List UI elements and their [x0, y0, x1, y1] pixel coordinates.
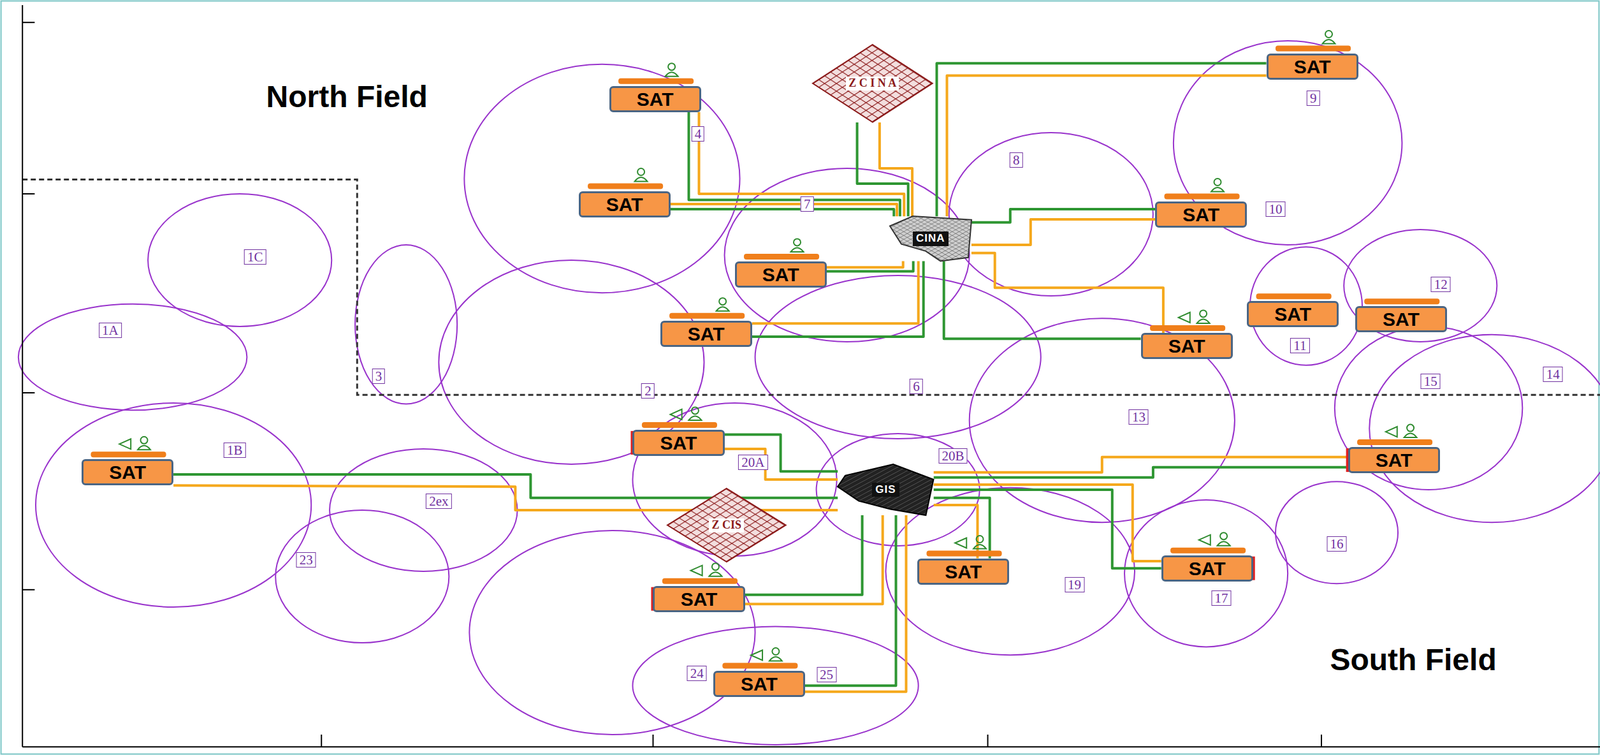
callout-number: 20B	[938, 448, 968, 464]
satellite-station: SAT	[1141, 332, 1233, 359]
satellite-station: SAT	[1246, 300, 1339, 328]
gas-pipeline	[933, 489, 1162, 568]
satellite-station: SAT	[1155, 201, 1247, 228]
callout-number: 14	[1543, 366, 1564, 382]
callout-number: 2ex	[425, 493, 452, 509]
zone-diamond: Z CIS	[667, 488, 786, 562]
station-name: SAT	[944, 560, 982, 582]
station-name: SAT	[636, 88, 674, 110]
oil-pipeline	[805, 515, 907, 692]
oil-pipeline	[933, 504, 978, 559]
station-name: SAT	[1182, 203, 1220, 226]
gas-pipeline	[670, 209, 895, 217]
gathering-center: GIS	[837, 464, 934, 516]
gas-pipeline	[805, 515, 897, 686]
oil-pipeline	[879, 122, 913, 217]
station-name: SAT	[1294, 56, 1331, 78]
satellite-station: SAT	[734, 261, 827, 288]
station-name: SAT	[680, 588, 718, 610]
oil-pipeline	[933, 484, 1162, 561]
oil-pipeline	[971, 253, 1164, 333]
field-boundary	[22, 179, 1600, 396]
gas-pipeline	[826, 261, 914, 272]
satellite-station: SAT	[917, 558, 1010, 585]
callout-number: 12	[1431, 276, 1451, 292]
station-name: SAT	[762, 263, 800, 285]
satellite-station: SAT	[1355, 305, 1448, 333]
callout-number: 20A	[738, 454, 768, 470]
oil-pipeline	[670, 203, 897, 217]
callout-number: 9	[1306, 90, 1321, 106]
satellite-station: SAT	[609, 86, 702, 113]
field-name: South Field	[1329, 643, 1497, 677]
callout-number: 16	[1327, 536, 1347, 552]
callout-number: 1A	[98, 322, 122, 338]
callout-number: 25	[816, 666, 837, 683]
callout-number: 2	[641, 383, 655, 399]
station-name: SAT	[1188, 557, 1226, 579]
satellite-station: SAT	[1161, 555, 1254, 582]
satellite-station: SAT	[660, 320, 753, 347]
gas-pipeline	[944, 261, 1142, 340]
field-outlines	[18, 40, 1600, 745]
oil-pipeline	[724, 448, 839, 480]
center-name: CINA	[912, 231, 949, 247]
oil-pipeline	[752, 261, 919, 324]
center-name: Z C I N A	[845, 76, 899, 91]
callout-number: 19	[1064, 576, 1085, 593]
callout-number: 3	[372, 368, 386, 384]
gas-pipeline	[752, 261, 924, 337]
station-name: SAT	[740, 673, 778, 695]
field-name: North Field	[266, 80, 428, 115]
callout-number: 8	[1009, 152, 1024, 168]
satellite-station: SAT	[1348, 446, 1440, 473]
zone-diamond: Z C I N A	[812, 44, 933, 123]
callout-number: 10	[1265, 201, 1286, 217]
oil-pipeline	[947, 75, 1267, 217]
map-axes	[22, 5, 1600, 747]
station-name: SAT	[1274, 303, 1312, 325]
callout-number: 6	[909, 378, 924, 394]
gas-pipeline	[933, 497, 990, 559]
callout-number: 7	[800, 196, 815, 212]
gathering-center: CINA	[889, 216, 972, 261]
station-name: SAT	[687, 323, 725, 345]
callout-number: 23	[296, 552, 317, 568]
callout-number: 4	[691, 126, 706, 142]
satellite-station: SAT	[578, 191, 671, 218]
oil-pipeline	[971, 219, 1156, 245]
satellite-station: SAT	[652, 585, 745, 612]
satellite-station: SAT	[81, 458, 174, 486]
satellite-station: SAT	[1266, 53, 1359, 80]
callout-number: 1C	[244, 249, 267, 265]
callout-number: 17	[1211, 590, 1232, 606]
station-name: SAT	[1382, 308, 1420, 330]
gas-pipeline	[937, 63, 1267, 217]
callout-number: 13	[1128, 409, 1149, 425]
station-name: SAT	[1168, 335, 1206, 357]
center-name: Z CIS	[708, 518, 744, 533]
station-name: SAT	[1375, 449, 1413, 471]
center-name: GIS	[872, 482, 899, 498]
gas-pipeline	[724, 434, 839, 472]
station-name: SAT	[606, 193, 644, 215]
oil-pipeline	[826, 261, 904, 268]
oil-pipeline	[699, 112, 905, 217]
callout-number: 11	[1290, 337, 1310, 354]
callout-number: 24	[687, 665, 707, 681]
satellite-station: SAT	[632, 429, 725, 456]
station-name: SAT	[660, 432, 698, 454]
gas-pipeline	[689, 112, 901, 217]
station-name: SAT	[109, 461, 146, 483]
callout-number: 1B	[223, 442, 247, 458]
oil-pipeline	[933, 457, 1349, 473]
satellite-station: SAT	[713, 670, 806, 697]
callout-number: 15	[1420, 373, 1441, 389]
